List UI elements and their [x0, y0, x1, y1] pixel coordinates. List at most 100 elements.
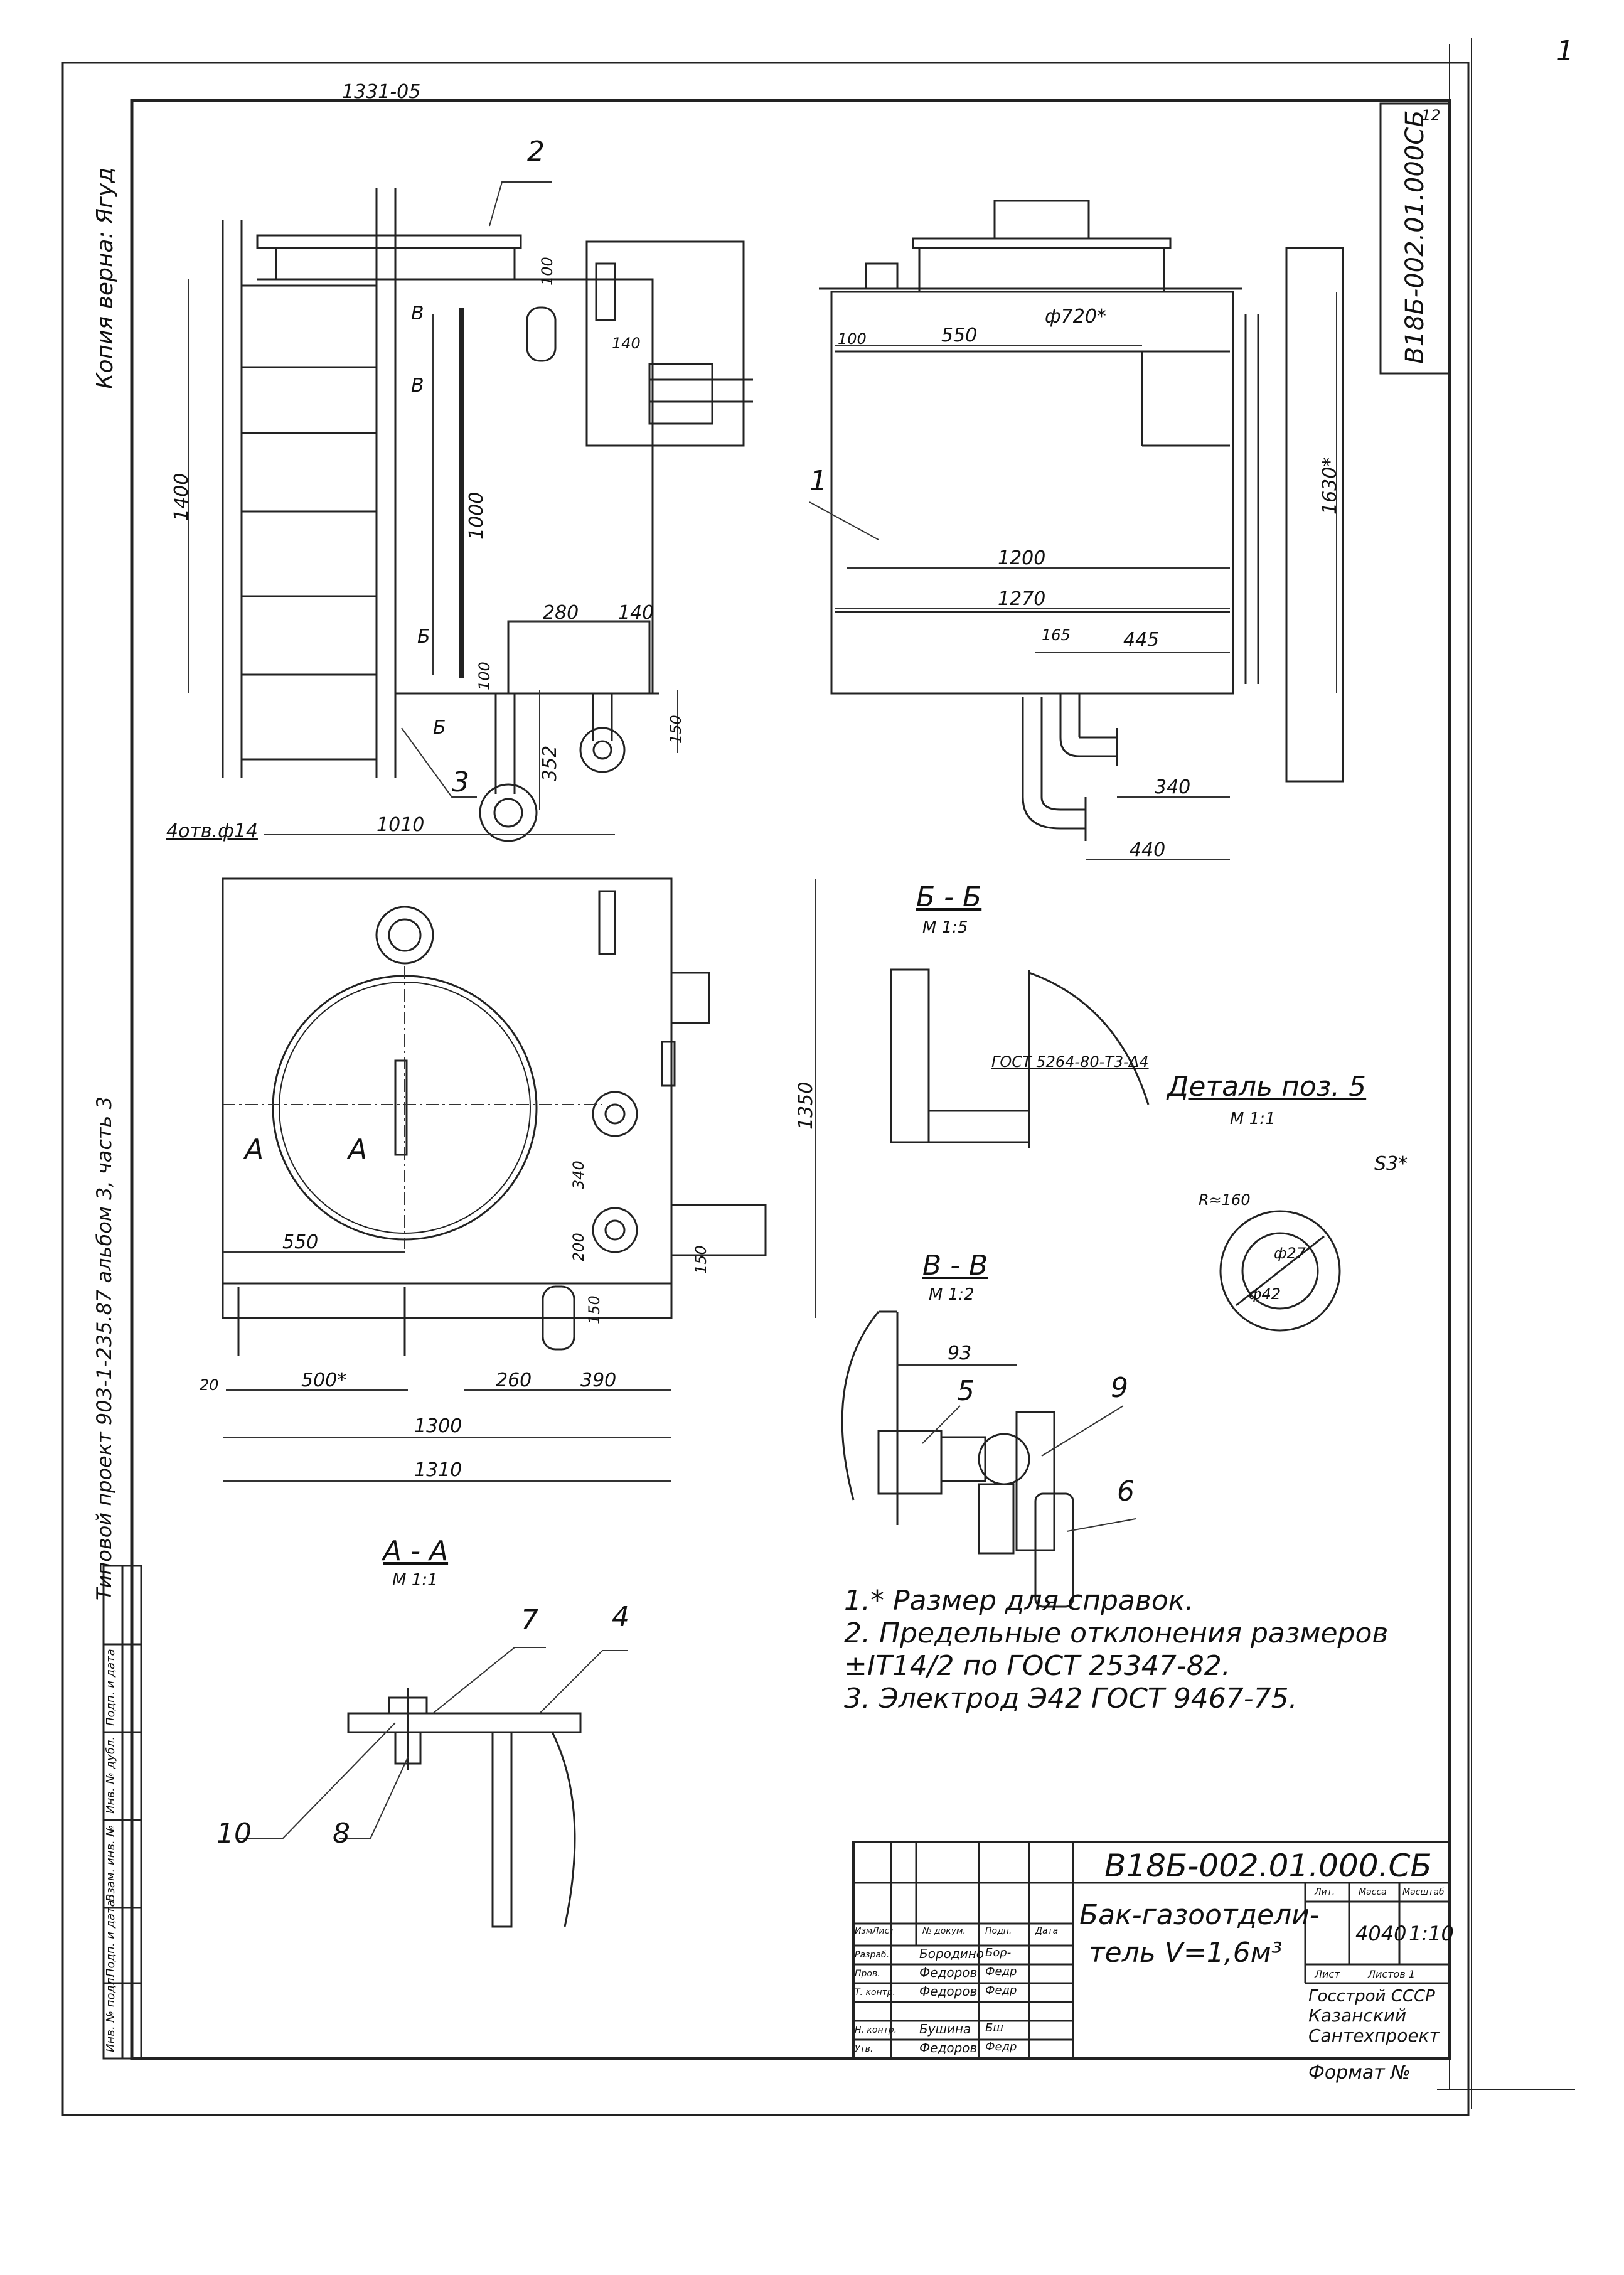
tb-sheets-label: Листов 1	[1368, 1968, 1416, 1980]
marker-b-top: Б	[417, 626, 430, 648]
dim-plan-500: 500*	[301, 1369, 347, 1391]
tb-org-1: Госстрой СССР	[1308, 1987, 1435, 2006]
title-block	[852, 1841, 1451, 2060]
tb-designation: В18Б-002.01.000.СБ	[1104, 1848, 1432, 1884]
note-2-cont: ±IT14/2 по ГОСТ 25347-82.	[844, 1650, 1231, 1682]
tb-sign-6: Федр	[985, 2040, 1017, 2053]
position-9: 9	[1111, 1372, 1128, 1404]
position-8: 8	[333, 1817, 350, 1849]
dim-front-280: 280	[543, 602, 579, 624]
detail-dim-27: ф27	[1274, 1245, 1306, 1262]
tb-name-2: Федоров	[919, 1965, 978, 1980]
tb-role-3: Т. контр.	[855, 1988, 896, 1998]
dim-side-1270: 1270	[998, 588, 1046, 610]
side-view-tank	[819, 200, 1344, 841]
tb-name-6: Федоров	[919, 2040, 978, 2055]
note-1: 1.* Размер для справок.	[844, 1585, 1194, 1617]
tb-sign-2: Федр	[985, 1965, 1017, 1978]
detail-dim-42: ф42	[1249, 1285, 1281, 1303]
margin-label-3: Взам. инв. №	[104, 1824, 117, 1902]
margin-label-5: Подп. и дата	[104, 1649, 117, 1726]
detail-dim-s3: S3*	[1374, 1153, 1408, 1175]
tb-mass-value: 4040	[1355, 1922, 1407, 1946]
section-vv-title: В - В	[922, 1250, 988, 1282]
tb-sign-3: Федр	[985, 1984, 1017, 1997]
tb-header-izm: Изм	[855, 1926, 873, 1936]
note-3: 3. Электрод Э42 ГОСТ 9467-75.	[844, 1683, 1298, 1715]
position-4: 4	[612, 1601, 629, 1633]
tb-scale-value: 1:10	[1409, 1922, 1454, 1946]
section-bb-drawing	[890, 968, 1150, 1148]
dim-plan-260: 260	[496, 1369, 532, 1391]
dim-side-165: 165	[1042, 626, 1071, 644]
margin-label-1: Инв. № подл.	[104, 1974, 117, 2052]
dim-plan-20: 20	[200, 1376, 219, 1394]
dim-front-100a: 100	[538, 257, 556, 286]
tb-sheet-label: Лист	[1315, 1968, 1340, 1980]
dim-vv-93: 93	[948, 1342, 972, 1364]
dim-front-140a: 140	[612, 335, 641, 352]
position-7: 7	[521, 1604, 538, 1636]
dim-plan-150a: 150	[692, 1245, 710, 1274]
tb-org-3: Сантехпроект	[1308, 2025, 1440, 2046]
dim-plan-1010: 1010	[377, 814, 425, 836]
dim-plan-1350: 1350	[795, 1081, 817, 1130]
project-reference: Типовой проект 903-1-235.87 альбом 3, ча…	[92, 1096, 116, 1600]
marker-a-left: А	[245, 1133, 264, 1165]
margin-label-4: Инв. № дубл.	[104, 1736, 117, 1814]
tb-role-5: Н. контр.	[855, 2025, 897, 2035]
marker-b-bottom: Б	[433, 717, 446, 739]
dim-plan-150b: 150	[585, 1295, 603, 1324]
dim-front-352: 352	[539, 745, 561, 781]
dim-plan-550: 550	[282, 1231, 319, 1253]
tb-name-1: Бородино	[919, 1946, 985, 1961]
section-aa-title: А - А	[383, 1535, 449, 1567]
dim-side-720: ф720*	[1045, 306, 1106, 328]
detail-dim-r160: R≈160	[1199, 1191, 1251, 1209]
detail-5-drawing	[1219, 1210, 1341, 1332]
tb-lit-label: Лит.	[1315, 1887, 1335, 1897]
doc-code-rotated: В18Б-002.01.000СБ	[1401, 110, 1429, 364]
note-2: 2. Предельные отклонения размеров	[844, 1617, 1389, 1649]
position-2: 2	[527, 136, 545, 168]
dim-side-1200: 1200	[998, 547, 1046, 569]
dim-plan-1310: 1310	[414, 1459, 462, 1481]
copy-verified-note: Копия верна: Ягуд	[92, 167, 118, 389]
tb-header-date: Дата	[1035, 1926, 1059, 1936]
tb-role-2: Пров.	[855, 1969, 880, 1979]
position-1: 1	[809, 465, 827, 497]
tb-role-1: Разраб.	[855, 1950, 890, 1960]
section-vv-drawing	[841, 1310, 1074, 1608]
dim-side-1630: 1630*	[1319, 457, 1341, 515]
dim-plan-390: 390	[580, 1369, 617, 1391]
plan-view-tank	[222, 877, 767, 1356]
tb-name-line2: тель V=1,6м³	[1089, 1937, 1283, 1969]
marker-v-top: В	[411, 302, 424, 324]
dim-front-100b: 100	[476, 661, 493, 690]
section-aa-scale: М 1:1	[392, 1571, 438, 1590]
tb-header-list: Лист	[872, 1926, 895, 1936]
dim-plan-200: 200	[570, 1233, 587, 1261]
tb-name-line1: Бак-газоотдели-	[1079, 1899, 1320, 1931]
tb-header-sign: Подп.	[985, 1926, 1012, 1936]
dim-front-150: 150	[667, 715, 685, 744]
margin-table	[102, 1565, 142, 2060]
position-3: 3	[452, 766, 469, 798]
tb-org-2: Казанский	[1308, 2005, 1407, 2026]
general-notes: 1.* Размер для справок. 2. Предельные от…	[844, 1585, 1388, 1715]
marker-a-right: А	[348, 1133, 368, 1165]
dim-side-100: 100	[838, 330, 867, 348]
tb-sign-5: Бш	[985, 2021, 1003, 2035]
tb-header-doc: № докум.	[922, 1926, 966, 1936]
section-bb-title: Б - Б	[916, 881, 982, 913]
position-10: 10	[216, 1817, 252, 1849]
dim-side-440: 440	[1130, 839, 1166, 861]
weld-note: ГОСТ 5264-80-Т3-Δ4	[991, 1053, 1149, 1071]
front-view-tank	[256, 234, 753, 842]
section-aa-drawing	[347, 1688, 582, 1928]
dim-front-140b: 140	[618, 602, 654, 624]
dim-side-550: 550	[941, 324, 978, 346]
detail-5-title: Деталь поз. 5	[1167, 1071, 1367, 1103]
dim-side-445: 445	[1123, 629, 1160, 651]
dim-front-1000: 1000	[466, 491, 488, 540]
